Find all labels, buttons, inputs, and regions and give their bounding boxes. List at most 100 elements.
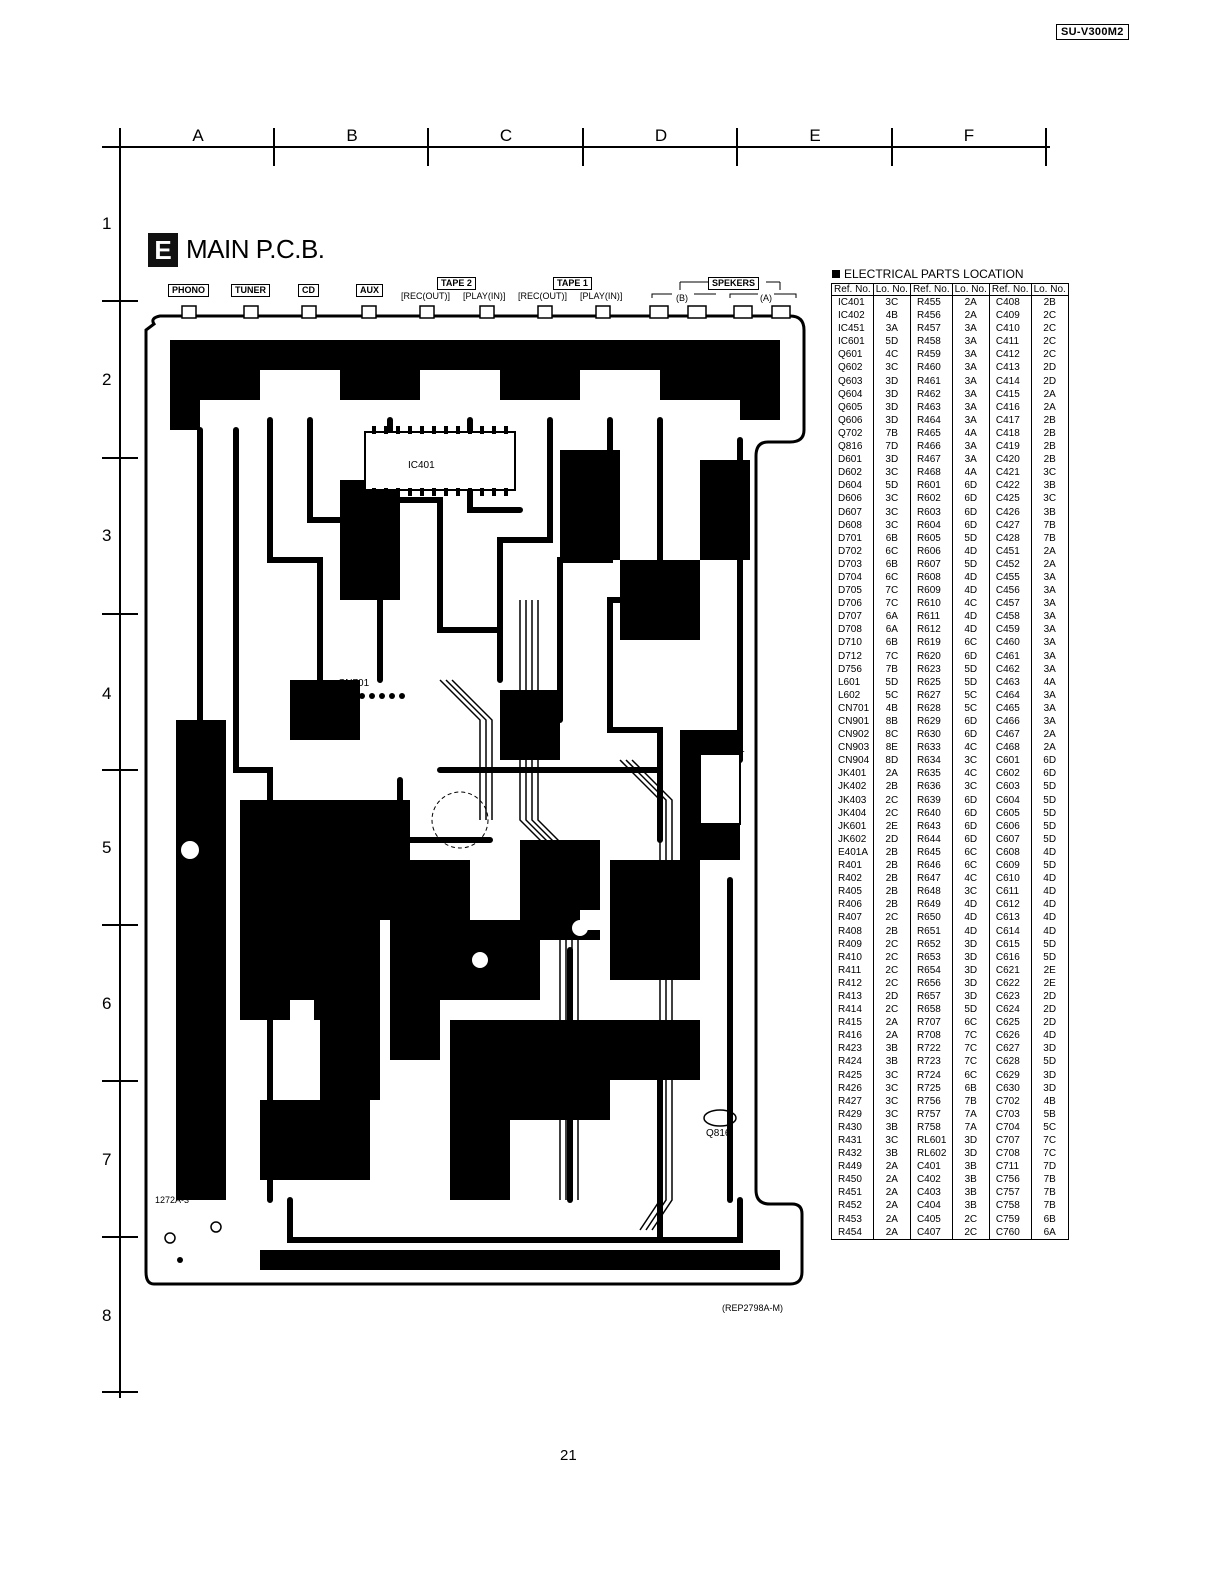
- part-location-cell: 4D: [951, 623, 990, 637]
- part-location-cell: 3A: [951, 440, 990, 454]
- grid-col-label: B: [346, 126, 358, 145]
- part-ref-cell: C416: [988, 400, 1032, 414]
- part-location-cell: 7B: [1030, 531, 1069, 545]
- part-ref-cell: CN701: [831, 701, 874, 715]
- part-location-cell: 5C: [951, 688, 990, 702]
- part-location-cell: 3A: [1030, 636, 1069, 650]
- part-ref-cell: R415: [831, 1016, 874, 1030]
- part-ref-cell: C414: [988, 374, 1032, 388]
- part-location-cell: 6C: [951, 1016, 990, 1030]
- part-location-cell: 6D: [951, 649, 990, 663]
- part-ref-cell: R627: [909, 688, 953, 702]
- part-location-cell: 5D: [951, 1003, 990, 1017]
- part-location-cell: 5D: [872, 479, 911, 493]
- part-location-cell: 3C: [872, 1081, 911, 1095]
- bullet-square-icon: [832, 270, 840, 278]
- part-location-cell: 4D: [951, 911, 990, 925]
- part-location-cell: 2C: [1030, 348, 1069, 362]
- part-location-cell: 3A: [1030, 570, 1069, 585]
- part-location-cell: 5D: [1030, 1055, 1069, 1069]
- part-location-cell: 5D: [1030, 832, 1069, 846]
- part-ref-cell: C707: [988, 1134, 1032, 1148]
- part-ref-cell: C603: [988, 780, 1032, 794]
- part-ref-cell: R457: [909, 322, 953, 336]
- part-location-cell: 5D: [951, 557, 990, 571]
- part-location-cell: 8C: [872, 728, 911, 742]
- part-ref-cell: C627: [988, 1042, 1032, 1056]
- part-ref-cell: R454: [831, 1225, 874, 1240]
- part-location-cell: 3D: [872, 374, 911, 388]
- part-location-cell: 2C: [872, 806, 911, 820]
- part-ref-cell: R619: [909, 636, 953, 650]
- part-ref-cell: R453: [831, 1212, 874, 1226]
- part-ref-cell: R707: [909, 1016, 953, 1030]
- part-location-cell: 4D: [951, 924, 990, 938]
- part-ref-cell: C614: [988, 924, 1032, 938]
- page-number: 21: [560, 1447, 577, 1464]
- part-location-cell: 2C: [1030, 322, 1069, 336]
- part-ref-cell: C628: [988, 1055, 1032, 1069]
- part-location-cell: 3B: [951, 1199, 990, 1213]
- jack-label-speakers: SPEKERS: [708, 277, 760, 290]
- jack-label-tuner: TUNER: [231, 284, 270, 297]
- part-ref-cell: R722: [909, 1042, 953, 1056]
- part-location-cell: 4B: [1030, 1094, 1069, 1108]
- part-ref-cell: R620: [909, 649, 953, 663]
- part-ref-cell: R407: [831, 911, 874, 925]
- part-ref-cell: R462: [909, 387, 953, 401]
- part-ref-cell: C758: [988, 1199, 1032, 1213]
- part-location-cell: 5B: [1030, 1107, 1069, 1121]
- part-location-cell: 4C: [951, 872, 990, 886]
- part-ref-cell: C610: [988, 872, 1032, 886]
- part-ref-cell: R645: [909, 845, 953, 860]
- part-ref-cell: D712: [831, 649, 874, 663]
- part-ref-cell: R466: [909, 440, 953, 454]
- part-ref-cell: C602: [988, 767, 1032, 781]
- part-ref-cell: R757: [909, 1107, 953, 1121]
- part-location-cell: 4D: [951, 898, 990, 912]
- part-ref-cell: R605: [909, 531, 953, 545]
- part-ref-cell: R452: [831, 1199, 874, 1213]
- part-ref-cell: C463: [988, 675, 1032, 689]
- part-location-cell: 2B: [1030, 426, 1069, 441]
- part-ref-cell: C404: [909, 1199, 953, 1213]
- part-location-cell: 3D: [951, 989, 990, 1004]
- part-location-cell: 3C: [951, 754, 990, 768]
- section-badge: E: [148, 233, 178, 267]
- part-location-cell: 3D: [1030, 1042, 1069, 1056]
- part-location-cell: 4D: [1030, 898, 1069, 912]
- part-location-cell: 2C: [951, 1225, 990, 1240]
- part-location-cell: 2B: [872, 845, 911, 860]
- part-ref-cell: R650: [909, 911, 953, 925]
- part-ref-cell: C417: [988, 413, 1032, 427]
- part-ref-cell: R649: [909, 898, 953, 912]
- part-location-cell: 3D: [872, 453, 911, 467]
- q605-label: Q605: [706, 482, 731, 493]
- part-ref-cell: JK601: [831, 819, 874, 833]
- part-ref-cell: R411: [831, 963, 874, 977]
- part-ref-cell: C601: [988, 754, 1032, 768]
- part-ref-cell: D710: [831, 636, 874, 650]
- part-ref-cell: C629: [988, 1068, 1032, 1082]
- part-ref-cell: R450: [831, 1173, 874, 1187]
- part-location-cell: 3C: [872, 518, 911, 532]
- grid-row-label: 2: [102, 370, 112, 389]
- part-ref-cell: RL602: [909, 1147, 953, 1161]
- part-ref-cell: R640: [909, 806, 953, 820]
- part-ref-cell: D701: [831, 531, 874, 545]
- part-location-cell: 6D: [951, 728, 990, 742]
- part-location-cell: 2A: [951, 295, 990, 310]
